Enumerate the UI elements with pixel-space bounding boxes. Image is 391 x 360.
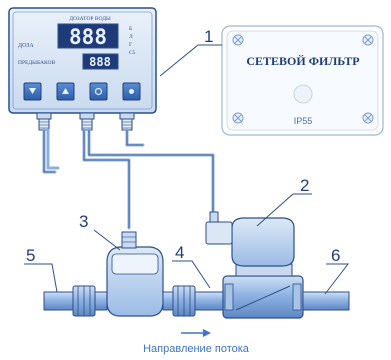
valve-connector <box>205 221 233 245</box>
pipeline <box>43 211 350 319</box>
set-icon <box>94 87 103 96</box>
indicator-lamp <box>293 84 313 104</box>
cable-glands <box>36 112 135 131</box>
dose-display-digits: 888 <box>69 25 107 49</box>
control-buttons <box>23 82 141 101</box>
callout-2: 2 <box>300 176 309 195</box>
flow-arrow-icon <box>181 329 211 337</box>
arrow-up-icon <box>62 88 69 94</box>
callout-4: 4 <box>175 243 184 262</box>
unit-label-4: С5 <box>129 50 136 56</box>
unit-label-2: Л <box>129 34 133 40</box>
preset-display <box>82 53 119 70</box>
meter-inlet-stub <box>94 291 108 311</box>
flow-direction-label: Направление потока <box>143 343 250 355</box>
callout-1: 1 <box>204 27 213 46</box>
start-icon <box>129 89 134 94</box>
valve-coil <box>231 217 295 267</box>
cable-aux <box>125 128 145 147</box>
unit-label-1: Б <box>129 26 132 32</box>
dose-label: ДОЗА <box>18 43 34 49</box>
preset-label: ПРЕДЫБАКОВ <box>18 60 55 66</box>
outlet-pipe <box>302 291 350 311</box>
cable-flowmeter <box>82 128 131 230</box>
callout-3: 3 <box>79 212 88 231</box>
callouts <box>24 44 350 295</box>
filter-rating: IP55 <box>294 116 313 126</box>
arrow-down-icon <box>29 88 36 94</box>
dosing-controller: ДОЗАТОР ВОДЫ ДОЗА 888 Б Л Г С5 ПРЕДЫБАКО… <box>8 7 157 131</box>
preset-display-digits: 888 <box>89 55 111 69</box>
button-3[interactable] <box>89 82 108 101</box>
connector-pipe <box>194 291 226 311</box>
controller-title: ДОЗАТОР ВОДЫ <box>69 16 111 22</box>
cable-power-2 <box>46 128 60 170</box>
callout-6: 6 <box>331 246 340 265</box>
screw-icon <box>232 34 374 124</box>
callout-5: 5 <box>26 246 35 265</box>
valve-body <box>222 275 304 319</box>
unit-label-3: Г <box>129 42 132 48</box>
network-filter: СЕТЕВОЙ ФИЛЬТР IP55 <box>221 25 384 136</box>
cable-valve <box>87 128 215 214</box>
flowmeter-sensor <box>121 231 137 249</box>
filter-title: СЕТЕВОЙ ФИЛЬТР <box>246 54 359 68</box>
dose-display <box>57 23 119 49</box>
